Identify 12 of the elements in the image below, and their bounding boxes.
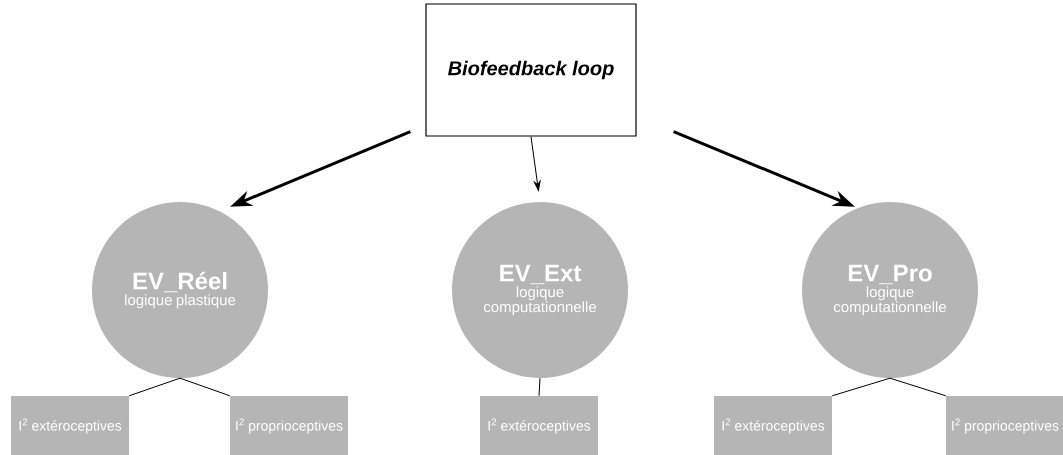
arrow: [530, 136, 541, 191]
process-box: Biofeedback loop: [425, 3, 637, 137]
category-box: I$^{2}$ proprioceptives: [230, 396, 348, 455]
connector-line: [538, 377, 541, 397]
connector-line: [128, 377, 181, 397]
category-box: I$^{2}$ extéroceptives: [480, 396, 598, 455]
connector-line: [889, 377, 947, 397]
connector-line: [179, 377, 231, 397]
connector-line: [831, 377, 891, 397]
category-box: I$^{2}$ proprioceptives: [946, 396, 1063, 455]
category-box: I$^{2}$ extéroceptives: [714, 396, 832, 455]
category-box: I$^{2}$ extéroceptives: [11, 396, 129, 455]
